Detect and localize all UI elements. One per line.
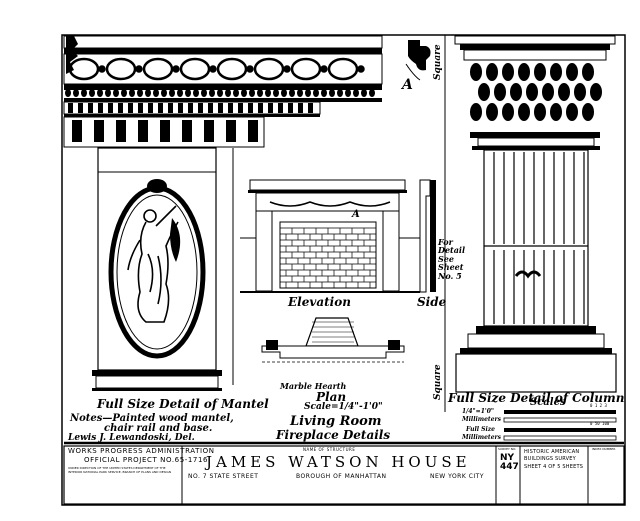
survey-name-line2: BUILDINGS SURVEY — [524, 456, 576, 462]
scale-row-1-label: 1/4"=1'0" — [462, 408, 495, 415]
structure-address: No. 7 STATE STREET — [188, 473, 259, 480]
agency-fine-print: UNDER DIRECTION OF THE UNITED STATES DEP… — [68, 466, 172, 474]
classical-figure — [127, 205, 181, 323]
column-caption: Full Size Detail of Column — [448, 391, 625, 405]
square-label-top: Square — [433, 44, 443, 80]
notes-line2: chair rail and base. — [104, 423, 213, 434]
fireplace-elevation — [240, 179, 436, 293]
scale-row-1-mark: 0 1 2 3 — [590, 403, 607, 408]
structure-label: NAME OF STRUCTURE — [303, 447, 356, 452]
survey-number-label: SURVEY NO. — [498, 447, 517, 451]
detail-a-marker: A — [402, 77, 413, 93]
detail-a-marker-elevation: A — [352, 209, 360, 220]
plan-scale: Scale=1/4"-1'0" — [304, 402, 383, 412]
column-detail — [454, 35, 617, 393]
index-number-label: INDEX NUMBER — [592, 447, 616, 451]
scales-title: Scales — [530, 397, 566, 408]
pilaster-medallion — [92, 147, 222, 391]
mantel-caption: Full Size Detail of Mantel — [97, 397, 269, 411]
structure-borough: BOROUGH OF MANHATTAN — [296, 473, 387, 480]
notes-line1: Notes—Painted wood mantel, — [70, 413, 234, 424]
drawing-title-line2: Fireplace Details — [276, 428, 391, 442]
graphic-scales — [503, 410, 617, 441]
fireplace-plan — [261, 317, 405, 363]
marble-hearth-label: Marble Hearth — [280, 381, 347, 391]
scale-row-2-label2: Millimeters — [462, 434, 502, 441]
scale-row-2-label: Full Size — [466, 426, 496, 433]
structure-city: NEW YORK CITY — [430, 473, 484, 480]
side-caption: Side — [417, 295, 447, 309]
sheet-border — [61, 34, 626, 506]
agency-line2: OFFICIAL PROJECT No.65-1716 — [84, 456, 209, 464]
mantel-cornice — [63, 35, 383, 148]
survey-number: NY 447 — [500, 453, 519, 472]
title-block-frame — [63, 441, 625, 505]
see-detail-note: For Detail See Sheet No. 5 — [438, 237, 465, 281]
scale-row-1-label2: Millimeters — [462, 416, 502, 423]
square-label-bottom: Square — [433, 364, 443, 400]
scale-row-2-mark: 0 50 100 — [590, 421, 610, 426]
profile-detail-a — [405, 40, 431, 81]
delineator-credit: Lewis J. Lewandoski, Del. — [68, 433, 195, 443]
agency-line1: WORKS PROGRESS ADMINISTRATION — [68, 447, 215, 455]
drawing-title-line1: Living Room — [290, 414, 382, 429]
plan-caption: Plan — [316, 390, 347, 404]
sheet-number: SHEET 4 OF 5 SHEETS — [524, 464, 584, 470]
survey-name-line1: HISTORIC AMERICAN — [524, 449, 580, 455]
structure-name: JAMES WATSON HOUSE — [206, 453, 471, 471]
elevation-caption: Elevation — [288, 295, 351, 309]
